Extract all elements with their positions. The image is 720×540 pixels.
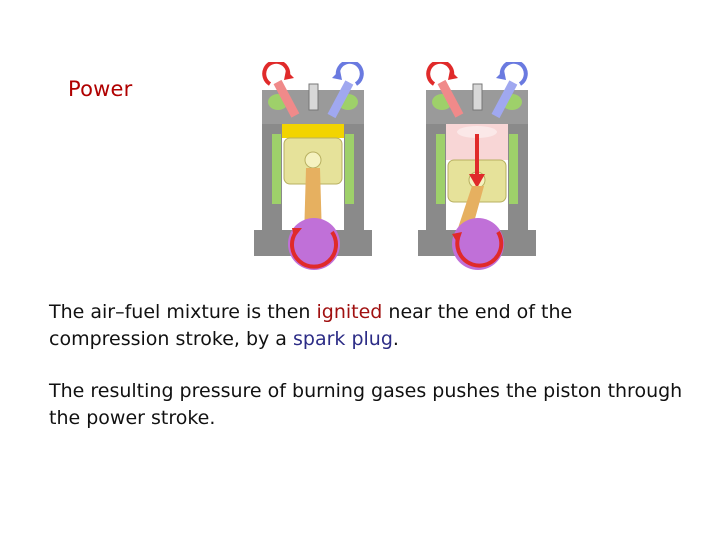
description-paragraph-ignition: The air–fuel mixture is then ignited nea… bbox=[49, 299, 689, 353]
engine-cylinder-power-stroke-icon bbox=[418, 62, 536, 270]
paragraph1-text-2: near the end of the compression stroke, … bbox=[49, 301, 573, 350]
engine-cylinder-ignition-icon bbox=[254, 62, 372, 270]
ignited-term: ignited bbox=[316, 301, 383, 323]
paragraph1-text-3: . bbox=[392, 328, 399, 350]
paragraph1-text-1: The air–fuel mixture is then bbox=[49, 301, 317, 323]
spark-plug-term: spark plug bbox=[293, 328, 393, 350]
description-paragraph-power-stroke: The resulting pressure of burning gases … bbox=[49, 380, 683, 429]
slide-title: Power bbox=[68, 77, 133, 101]
